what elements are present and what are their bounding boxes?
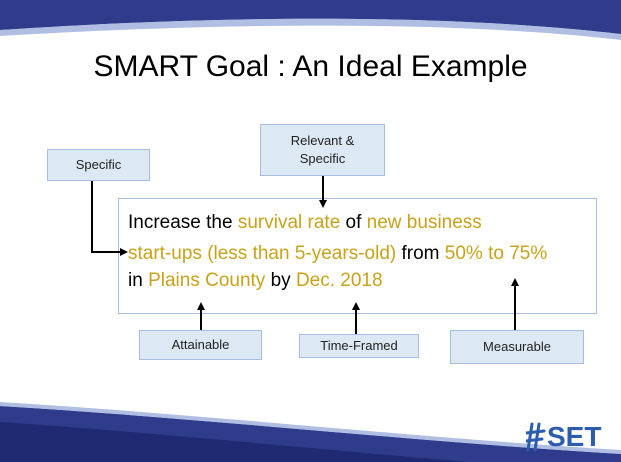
goal-highlight-text: Dec. 2018 [295, 270, 383, 291]
goal-text: from [396, 243, 445, 264]
goal-text: of [340, 212, 367, 233]
label-relevant-line2: Specific [299, 151, 346, 166]
label-time-framed: Time-Framed [299, 334, 419, 358]
set-logo-icon [526, 422, 546, 452]
bottom-band [0, 402, 621, 462]
label-measurable: Measurable [450, 330, 584, 364]
goal-box [118, 198, 597, 314]
goal-line-3: in Plains County by Dec. 2018 [128, 270, 383, 292]
goal-highlight-text: 50% to 75% [444, 243, 548, 264]
label-relevant-line1: Relevant & [290, 133, 355, 148]
goal-highlight-text: new business [366, 212, 482, 233]
slide-title: SMART Goal : An Ideal Example [93, 50, 528, 83]
goal-text: Increase the [128, 212, 238, 233]
goal-line-1: Increase the survival rate of new busine… [128, 212, 482, 234]
arrow-specific [91, 181, 128, 256]
goal-text: by [265, 270, 296, 291]
label-attainable: Attainable [139, 330, 262, 360]
goal-highlight-text: start-ups (less than 5-years-old) [128, 243, 397, 264]
label-relevant-specific: Relevant & Specific [260, 124, 385, 176]
goal-line-2: start-ups (less than 5-years-old) from 5… [128, 243, 547, 265]
goal-text: in [128, 270, 149, 291]
goal-highlight-text: survival rate [237, 212, 341, 233]
top-band [0, 0, 621, 40]
logo-text: SET [547, 421, 602, 452]
goal-highlight-text: Plains County [148, 270, 266, 291]
label-specific: Specific [47, 149, 150, 181]
